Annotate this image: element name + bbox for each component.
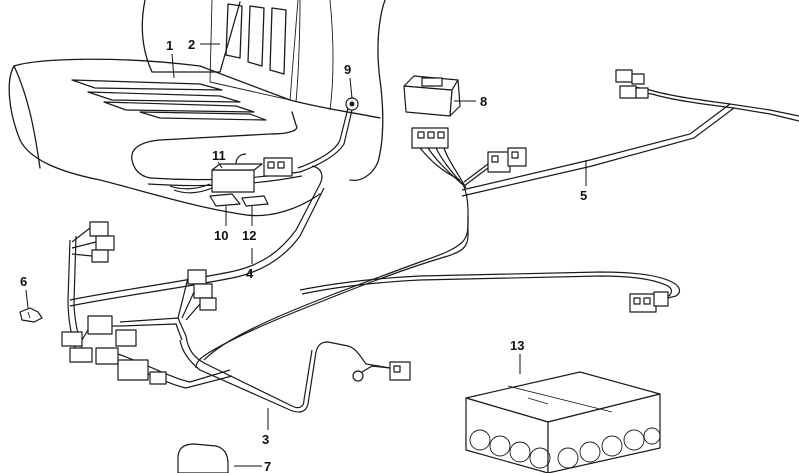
part-labels: 1 2 3 4 5 6 7 8 9 10 11 12 13	[20, 37, 587, 473]
wiring-harness	[67, 85, 799, 413]
label-part-9: 9	[344, 62, 351, 77]
label-part-5: 5	[580, 188, 587, 203]
label-part-7: 7	[264, 459, 271, 473]
seat-illustration	[8, 0, 386, 217]
label-part-12: 12	[242, 228, 256, 243]
label-part-4: 4	[246, 266, 254, 281]
connector-right	[629, 291, 669, 313]
connector-cluster-left	[71, 221, 115, 263]
label-part-2: 2	[188, 37, 195, 52]
connector-cluster-5	[411, 127, 527, 189]
relay-part-8	[403, 75, 461, 117]
seat-switch-parts-10-11-12	[169, 153, 293, 207]
label-part-13: 13	[510, 338, 524, 353]
label-part-11: 11	[212, 148, 226, 163]
label-part-1: 1	[166, 38, 173, 53]
connector-cluster-center	[177, 269, 217, 321]
label-part-6: 6	[20, 274, 27, 289]
clip-part-6	[19, 307, 43, 323]
label-part-10: 10	[214, 228, 228, 243]
connector-cluster-bottom-left	[61, 315, 167, 385]
label-part-3: 3	[262, 432, 269, 447]
label-part-8: 8	[480, 94, 487, 109]
grommet-part-9	[345, 97, 359, 111]
box-part-13	[465, 371, 661, 473]
leader-lines	[25, 43, 587, 467]
terminal-part-3	[352, 361, 411, 382]
relay-part-7	[177, 443, 229, 473]
connector-top-right	[615, 69, 649, 99]
